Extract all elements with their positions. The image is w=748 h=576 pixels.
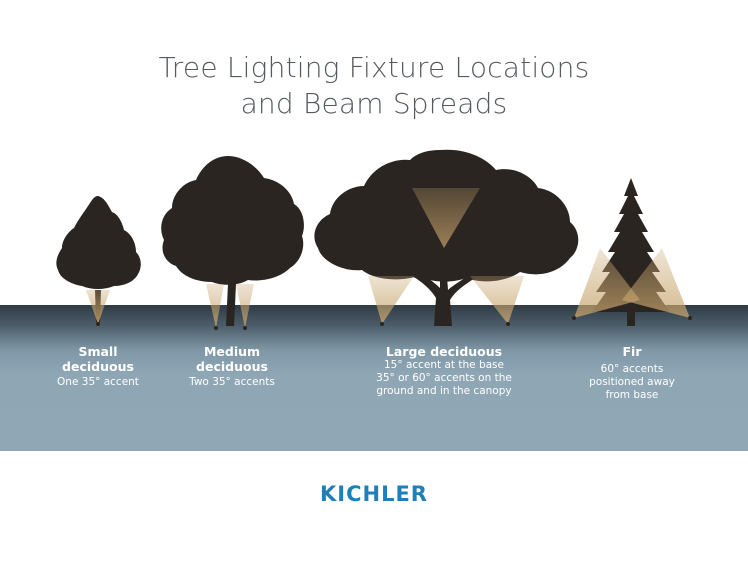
tree-description: One 35° accent [48,376,148,389]
tree-description: from base [572,389,692,402]
caption-small-deciduous: Small deciduous One 35° accent [48,344,148,389]
caption-large-deciduous: Large deciduous 15° accent at the base 3… [364,344,524,398]
small-deciduous-beam [86,290,110,326]
caption-medium-deciduous: Medium deciduous Two 35° accents [172,344,292,389]
medium-deciduous-tree [161,156,304,326]
tree-name: deciduous [172,359,292,374]
tree-description: 35° or 60° accents on the [364,372,524,385]
tree-description: 15° accent at the base [364,359,524,372]
tree-description: Two 35° accents [172,376,292,389]
tree-name: Large deciduous [364,344,524,359]
tree-name: Small [48,344,148,359]
tree-description: 60° accents [572,363,692,376]
tree-name: deciduous [48,359,148,374]
tree-description: ground and in the canopy [364,385,524,398]
tree-name: Medium [172,344,292,359]
caption-fir: Fir 60° accents positioned away from bas… [572,344,692,402]
kichler-logo: KICHLER [0,482,748,506]
tree-description: positioned away [572,376,692,389]
tree-name: Fir [572,344,692,359]
